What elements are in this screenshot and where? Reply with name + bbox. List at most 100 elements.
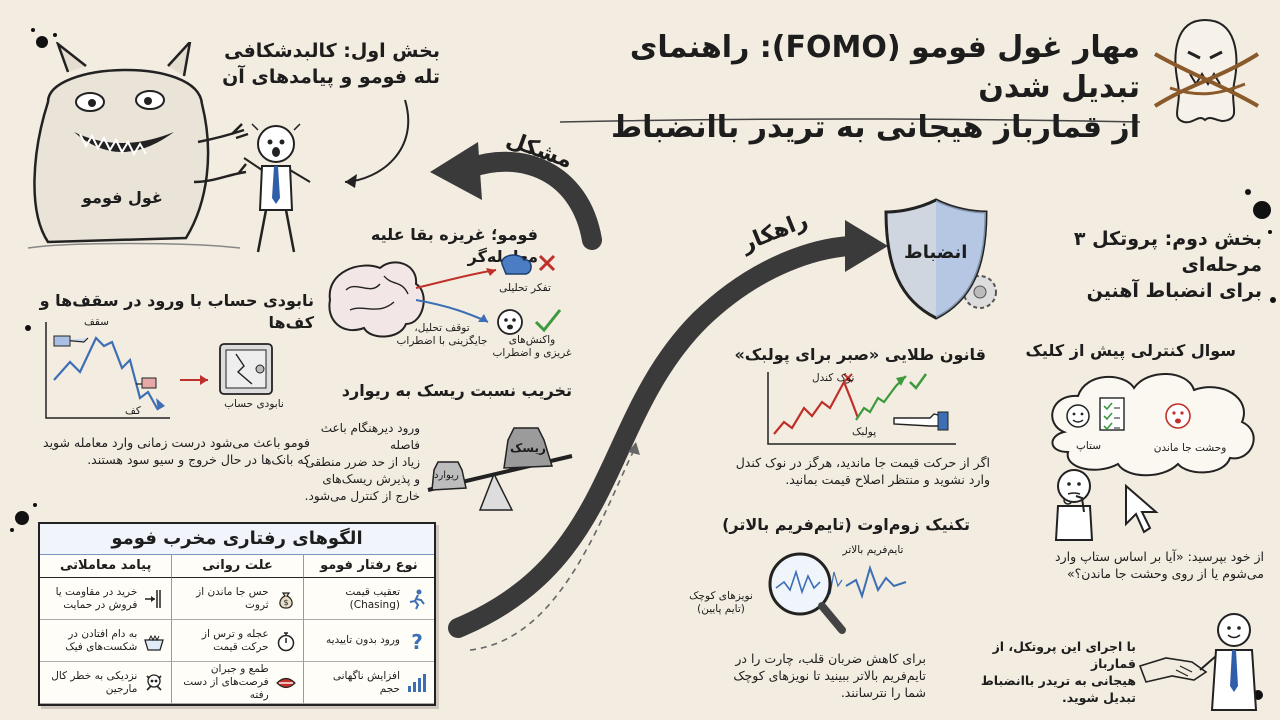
table-cell-text: طمع و جبران فرصت‌های از دست رفته <box>183 663 269 701</box>
zoom-out-description: برای کاهش ضربان قلب، چارت را در تایم‌فری… <box>676 650 926 701</box>
page-title-line1: مهار غول فومو (FOMO): راهنمای تبدیل شدن <box>629 30 1140 105</box>
instinct-reaction-line1: واکنش‌های <box>508 334 556 346</box>
table-cell-text: تعقیب قیمت (Chasing) <box>345 585 400 611</box>
table-cell: $ حس جا ماندن از ثروت <box>171 578 303 620</box>
resistance-wall-icon <box>145 589 162 608</box>
part2-title-line2: برای انضباط آهنین <box>1086 280 1262 302</box>
trap-icon <box>144 634 165 651</box>
small-noise-label: نویزهای کوچک (تایم پایین) <box>676 590 766 616</box>
floor-label: کف <box>125 405 141 417</box>
fear-label: وحشت جا ماندن <box>1153 442 1227 454</box>
skull-icon <box>146 673 162 691</box>
instinct-title: فومو؛ غریزه بقا علیه معامله‌گر <box>370 225 538 266</box>
rr-desc-line3: و پذیرش ریسک‌های <box>322 472 420 486</box>
page-title-line2: از قمارباز هیجانی به تریدر باانضباط <box>611 110 1140 145</box>
part1-title-line1: بخش اول: کالبدشکافی <box>224 40 440 62</box>
scared-trader-figure <box>243 123 311 253</box>
table-cell-text: افزایش ناگهانی حجم <box>332 669 400 695</box>
stopwatch-icon <box>277 631 294 651</box>
discipline-shield-icon <box>884 198 997 320</box>
table-cell-text: به دام افتادن در شکست‌های فیک <box>65 627 138 653</box>
closing-line2: هیجانی به تریدر باانضباط <box>980 673 1136 688</box>
table-header: نوع رفتار فومو <box>302 555 434 578</box>
pullback-chart <box>767 372 956 445</box>
monster-label: غول فومو <box>82 188 163 207</box>
rr-desc-line4: خارج از کنترل می‌شود. <box>304 489 420 503</box>
candle-peak-label: نوک کندل <box>812 372 855 384</box>
zoom-out-title: تکنیک زوم‌اوت (تایم‌فریم بالاتر) <box>722 515 970 534</box>
part1-title: بخش اول: کالبدشکافی تله فومو و پیامدهای … <box>200 38 440 90</box>
risk-reward-title: تخریب نسبت ریسک به ریوارد <box>341 381 572 400</box>
ceiling-label: سقف <box>84 316 109 328</box>
control-question-description: از خود بپرسید: «آیا بر اساس ستاپ وارد می… <box>1010 548 1264 582</box>
small-noise-line1: نویزهای کوچک <box>689 590 753 602</box>
magnifier-chart-icon <box>768 552 907 634</box>
svg-text:$: $ <box>283 598 288 607</box>
zoom-desc-line1: برای کاهش ضربان قلب، چارت را در <box>735 651 926 666</box>
rr-desc-line2: زیاد از حد ضرر منطقی <box>305 455 420 469</box>
money-bag-icon: $ <box>278 591 293 609</box>
analytic-thinking-label: تفکر تحلیلی <box>499 282 551 294</box>
table-cell-text: نزدیکی به خطر کال مارجین <box>51 669 138 695</box>
question-desc-line1: از خود بپرسید: «آیا بر اساس ستاپ وارد <box>1055 549 1264 564</box>
golden-desc-line1: اگر از حرکت قیمت جا ماندید، هرگز در نوک … <box>735 455 990 470</box>
stop-analysis-line1: توقف تحلیل، <box>414 322 470 334</box>
brain-diagram <box>328 254 562 338</box>
question-mark-icon: ? <box>411 630 423 652</box>
part1-title-line2: تله فومو و پیامدهای آن <box>222 66 440 88</box>
table-cell-text: عجله و ترس از حرکت قیمت <box>201 627 269 653</box>
ceilings-desc-line1: فومو باعث می‌شود درست زمانی وارد معامله … <box>43 435 310 450</box>
ceilings-description: فومو باعث می‌شود درست زمانی وارد معامله … <box>10 434 310 468</box>
reward-weight-label: ریوارد <box>434 470 459 481</box>
svg-text:?: ? <box>411 630 423 652</box>
closing-message: با اجرای این پروتکل، از قمارباز هیجانی ب… <box>946 638 1136 706</box>
ceilings-chart <box>45 322 273 419</box>
instinct-reaction-label: واکنش‌های غریزی و اضطراب <box>484 334 580 360</box>
table-cell: نزدیکی به خطر کال مارجین <box>40 662 172 704</box>
table-cell: به دام افتادن در شکست‌های فیک <box>40 620 172 662</box>
zoom-desc-line3: شما را نترسانند. <box>840 685 926 700</box>
pullback-label: پولبک <box>852 426 877 438</box>
part2-title-line1: بخش دوم: پروتکل ۳ مرحله‌ای <box>1073 228 1262 276</box>
table-cell: ? ورود بدون تاییدیه <box>302 620 434 662</box>
table-cell: عجله و ترس از حرکت قیمت <box>171 620 303 662</box>
golden-rule-description: اگر از حرکت قیمت جا ماندید، هرگز در نوک … <box>700 454 990 488</box>
stop-analysis-line2: جایگزینی با اضطراب <box>396 335 488 347</box>
higher-timeframe-label: تایم‌فریم بالاتر <box>842 544 904 556</box>
part2-title: بخش دوم: پروتکل ۳ مرحله‌ای برای انضباط آ… <box>1012 226 1262 304</box>
table-cell: افزایش ناگهانی حجم <box>302 662 434 704</box>
thinking-person-figure <box>1054 469 1159 541</box>
account-ruin-label: نابودی حساب <box>224 398 284 410</box>
table-header: پیامد معاملاتی <box>40 555 172 578</box>
risk-reward-description: ورود دیرهنگام باعث فاصله زیاد از حد ضرر … <box>290 420 420 505</box>
table-title: الگوهای رفتاری مخرب فومو <box>40 524 434 555</box>
tied-ghost-icon <box>1153 18 1260 124</box>
golden-rule-title: قانون طلایی «صبر برای پولبک» <box>734 345 986 364</box>
fomo-patterns-table: الگوهای رفتاری مخرب فومو نوع رفتار فومو … <box>38 522 436 706</box>
golden-desc-line2: وارد نشوید و منتظر اصلاح قیمت بمانید. <box>785 472 990 487</box>
handshake-trader-illustration <box>1138 613 1258 711</box>
setup-label: ستاپ <box>1076 440 1102 452</box>
zoom-desc-line2: تایم‌فریم بالاتر ببینید تا نویزهای کوچک <box>733 668 926 683</box>
greedy-mouth-icon <box>275 677 296 688</box>
ceilings-title: نابودی حساب با ورود در سقف‌ها و کف‌ها <box>39 291 314 332</box>
table-cell: خرید در مقاومت یا فروش در حمایت <box>40 578 172 620</box>
question-desc-line2: می‌شوم یا از روی وحشت جا ماندن؟» <box>1066 566 1264 581</box>
table-cell-text: ورود بدون تاییدیه <box>325 634 400 646</box>
table-cell-text: حس جا ماندن از ثروت <box>196 585 269 611</box>
table-cell: تعقیب قیمت (Chasing) <box>302 578 434 620</box>
rising-bars-icon <box>408 673 426 692</box>
table-header: علت روانی <box>171 555 303 578</box>
shield-label: انضباط <box>904 242 968 263</box>
page-title: مهار غول فومو (FOMO): راهنمای تبدیل شدن … <box>560 28 1140 148</box>
risk-reward-seesaw <box>427 427 573 511</box>
ceilings-desc-line2: که بانک‌ها در حال خروج و سیو سود هستند. <box>87 452 310 467</box>
control-question-title: سوال کنترلی پیش از کلیک <box>1025 341 1236 360</box>
closing-line3: تبدیل شوید. <box>1061 690 1136 705</box>
running-person-icon <box>409 589 425 609</box>
stop-analysis-label: توقف تحلیل، جایگزینی با اضطراب <box>392 322 492 348</box>
risk-weight-label: ریسک <box>510 441 546 455</box>
small-noise-line2: (تایم پایین) <box>697 603 745 615</box>
table-cell-text: خرید در مقاومت یا فروش در حمایت <box>55 585 138 611</box>
